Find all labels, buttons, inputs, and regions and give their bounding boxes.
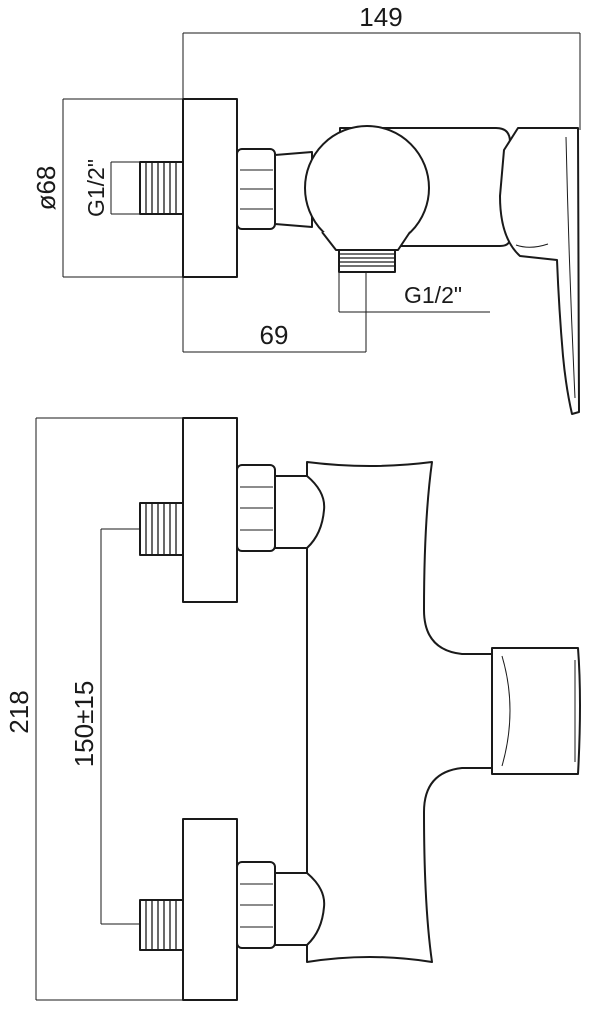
- dim-center-distance-label: 150±15: [69, 681, 99, 768]
- lower-inlet-thread: [139, 899, 184, 951]
- lower-hex-nut: [236, 861, 276, 949]
- outlet-thread: [321, 231, 411, 273]
- upper-wall-flange: [182, 417, 238, 603]
- upper-eccentric-connector: [274, 475, 326, 549]
- cartridge-housing: [304, 125, 430, 251]
- top-view: 149 ø68 G1/2": [31, 2, 581, 415]
- dim-overall-height: 218: [4, 417, 183, 1001]
- dim-center-distance: 150±15: [69, 528, 140, 925]
- hex-nut: [236, 148, 276, 230]
- mixer-body-front: [306, 461, 499, 963]
- side-lever-knob: [491, 647, 581, 775]
- dim-outlet-thread-label: G1/2": [404, 282, 462, 308]
- dim-inlet-thread-label: G1/2": [83, 159, 109, 217]
- eccentric-connector: [274, 151, 313, 228]
- dim-outlet-offset: 69: [182, 277, 366, 353]
- wall-flange: [182, 98, 238, 278]
- dim-flange-diameter: ø68: [31, 98, 183, 278]
- upper-hex-nut: [236, 464, 276, 552]
- lower-eccentric-connector: [274, 872, 326, 946]
- lower-wall-flange: [182, 818, 238, 1001]
- dim-overall-width-label: 149: [359, 2, 402, 32]
- dim-outlet-offset-label: 69: [260, 320, 289, 350]
- dim-flange-diameter-label: ø68: [31, 166, 61, 211]
- front-view: 218 150±15: [4, 417, 581, 1001]
- dim-overall-width: 149: [182, 2, 581, 130]
- inlet-thread: [139, 161, 184, 215]
- dim-overall-height-label: 218: [4, 690, 34, 733]
- upper-inlet-thread: [139, 502, 184, 556]
- dim-outlet-thread: G1/2": [338, 272, 490, 352]
- lever-handle: [499, 127, 580, 415]
- dim-inlet-thread: G1/2": [83, 159, 140, 217]
